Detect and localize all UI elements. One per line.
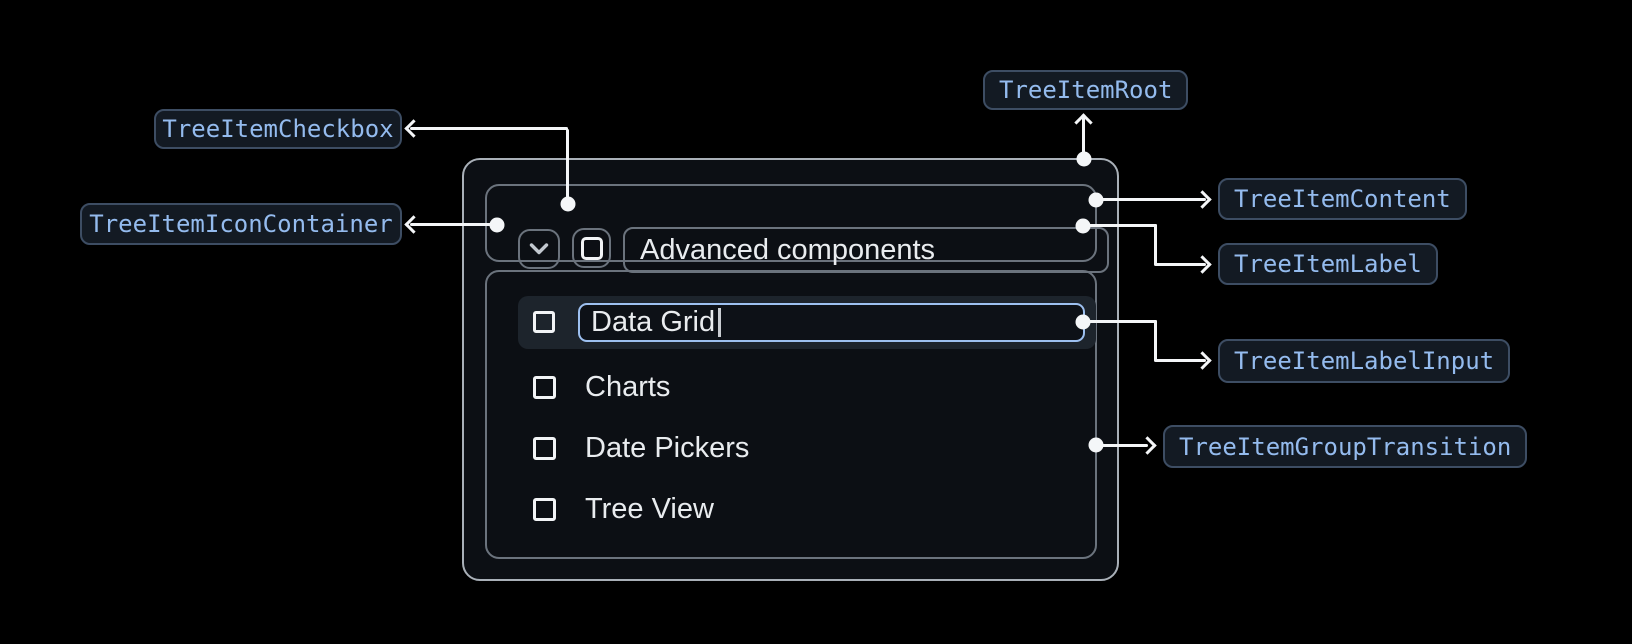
- checkbox-unchecked-icon[interactable]: [533, 375, 556, 399]
- badge-tree-item-label-input: TreeItemLabelInput: [1218, 339, 1511, 383]
- expand-collapse-button[interactable]: [518, 229, 560, 269]
- connector-line: [1082, 116, 1085, 160]
- arrowhead-left: [404, 215, 423, 234]
- text-cursor: [718, 308, 722, 337]
- badge-tree-item-icon-container: TreeItemIconContainer: [80, 203, 402, 245]
- arrowhead-right: [1193, 255, 1212, 274]
- arrowhead-up: [1074, 113, 1093, 132]
- arrowhead-right: [1138, 436, 1157, 455]
- checkbox-unchecked-icon[interactable]: [533, 311, 555, 333]
- tree-row-editing[interactable]: Data Grid: [518, 296, 1096, 349]
- parent-item-label: Advanced components: [640, 233, 936, 266]
- tree-item-content[interactable]: Advanced components: [485, 184, 1109, 273]
- arrowhead-right: [1193, 190, 1212, 209]
- chevron-down-icon: [529, 243, 549, 255]
- checkbox-unchecked-icon: [580, 236, 603, 260]
- tree-item-group-transition: Data Grid Charts Date Pickers Tree View: [485, 270, 1097, 559]
- connector-line: [410, 127, 568, 130]
- tree-item-label: Charts: [585, 370, 671, 403]
- arrowhead-right: [1193, 351, 1212, 370]
- connector-line: [1155, 359, 1206, 362]
- label-input-value: Data Grid: [591, 306, 716, 338]
- connector-line: [1154, 320, 1157, 362]
- connector-line: [1154, 224, 1157, 266]
- tree-item-root: Advanced components Data Grid Charts Dat…: [462, 158, 1119, 581]
- tree-row[interactable]: Tree View: [533, 491, 714, 527]
- arrowhead-left: [404, 119, 423, 138]
- badge-tree-item-label: TreeItemLabel: [1218, 243, 1438, 285]
- tree-item-label-input[interactable]: Data Grid: [578, 303, 1085, 342]
- tree-row[interactable]: Date Pickers: [533, 430, 749, 466]
- badge-tree-item-root: TreeItemRoot: [983, 70, 1189, 110]
- tree-item-label[interactable]: Advanced components: [623, 227, 1109, 273]
- tree-row[interactable]: Charts: [533, 369, 670, 405]
- badge-tree-item-content: TreeItemContent: [1218, 178, 1467, 220]
- checkbox-unchecked-icon[interactable]: [533, 436, 556, 460]
- tree-item-label: Date Pickers: [585, 431, 750, 464]
- tree-item-label: Tree View: [585, 492, 714, 525]
- connector-line: [1155, 263, 1206, 266]
- badge-tree-item-group-transition: TreeItemGroupTransition: [1163, 425, 1528, 468]
- checkbox-unchecked-icon[interactable]: [533, 497, 556, 521]
- tree-item-checkbox[interactable]: [572, 228, 611, 268]
- badge-tree-item-checkbox: TreeItemCheckbox: [154, 109, 402, 149]
